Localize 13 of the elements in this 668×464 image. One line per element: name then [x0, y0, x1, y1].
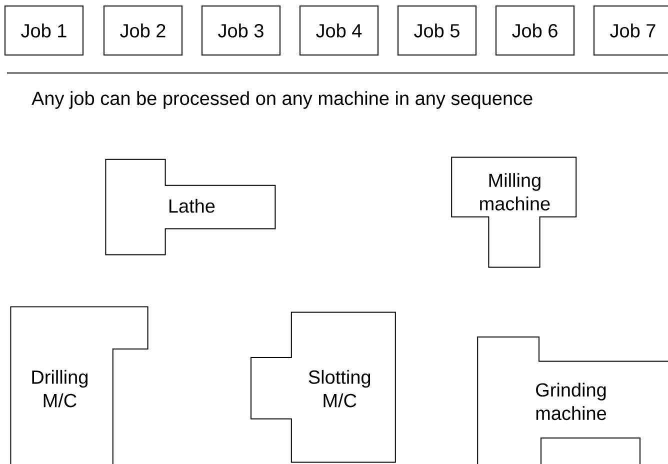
- machine-outline: Lathe: [105, 158, 276, 256]
- note-text: Any job can be processed on any machine in any sequence: [32, 91, 532, 109]
- job-box: Job 4: [300, 6, 378, 56]
- job-box: Job 1: [4, 6, 84, 56]
- job-box: Job 5: [398, 6, 476, 56]
- machine-outline: Grinding machine: [477, 336, 668, 464]
- machine-outline: Milling machine: [451, 156, 577, 268]
- machine-outline: Slotting M/C: [250, 312, 396, 463]
- machine-outline: Drilling M/C: [10, 306, 148, 464]
- job-box: Job 3: [202, 6, 280, 56]
- job-box: Job 6: [496, 6, 574, 56]
- job-box: Job 7: [594, 6, 668, 56]
- job-box: Job 2: [104, 6, 182, 56]
